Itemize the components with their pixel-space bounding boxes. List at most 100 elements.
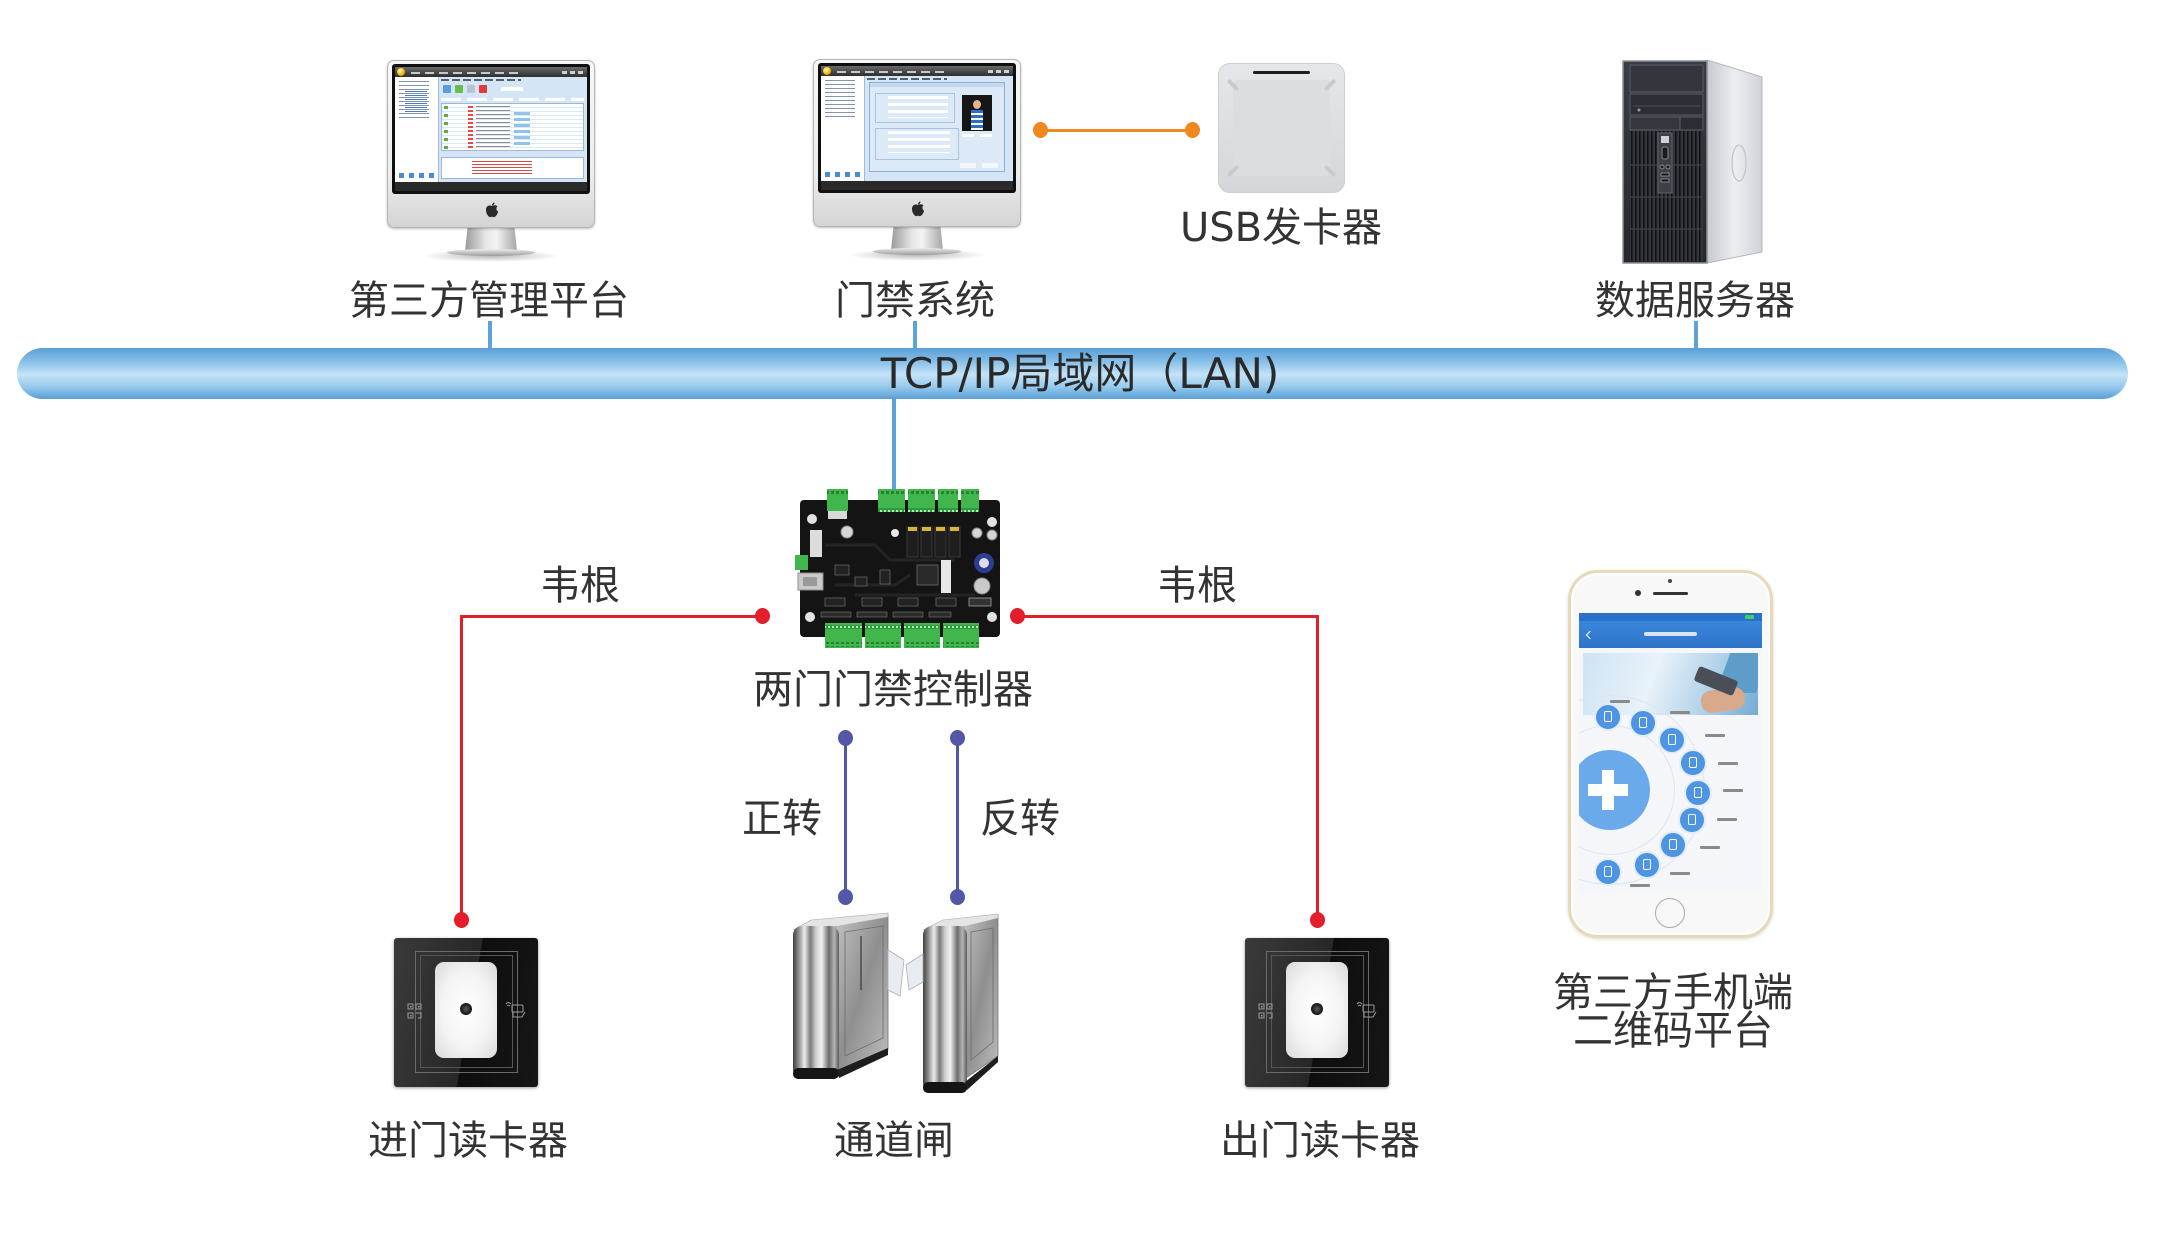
usb-link-dot-end xyxy=(1185,122,1200,138)
mount-hole xyxy=(807,514,817,524)
lan-link-third-party-platform xyxy=(488,321,492,351)
menu-item-caption xyxy=(1718,762,1738,765)
usb-port-icon xyxy=(1660,172,1670,177)
app-breadcrumb xyxy=(441,79,521,81)
dialog-buttons xyxy=(960,163,1000,168)
detail-rows xyxy=(472,161,532,175)
monitor-screen xyxy=(392,64,590,194)
wiegand-exit-label: 韦根 xyxy=(1157,563,1237,609)
audio-jack-icon xyxy=(1659,164,1665,170)
tree-toolbar-icons xyxy=(399,173,435,178)
relays xyxy=(906,526,961,558)
phone-sensor xyxy=(1668,579,1672,583)
status-bar xyxy=(1579,613,1762,621)
relay-forward-dot-top xyxy=(838,730,853,746)
optical-drive xyxy=(1629,93,1704,116)
lan-bus: TCP/IP局域网（LAN) xyxy=(17,348,2128,399)
entry-card-reader xyxy=(394,938,538,1087)
monitor-stand xyxy=(465,227,517,251)
smartphone xyxy=(1568,570,1773,938)
lan-link-controller xyxy=(892,396,896,492)
menu-item-caption xyxy=(1717,818,1737,821)
relay-reverse-label: 反转 xyxy=(980,796,1060,842)
usb-link-dot-start xyxy=(1033,122,1048,138)
terminal-blocks-top xyxy=(827,489,979,519)
ic-chips xyxy=(824,564,957,607)
window-controls xyxy=(988,70,1010,73)
relay-forward-dot-bottom xyxy=(838,889,853,905)
wiegand-link-exit-horizontal xyxy=(1017,615,1318,618)
app-main-panel xyxy=(865,76,1013,181)
toolbar-add-icon xyxy=(455,85,463,93)
home-button xyxy=(1655,898,1685,928)
toolbar-dropdown xyxy=(501,87,523,91)
dip-switch xyxy=(968,597,992,607)
monitor-base xyxy=(447,249,535,256)
hp-badge-icon xyxy=(1661,136,1669,143)
back-chevron-icon xyxy=(1585,630,1595,640)
alert-column xyxy=(468,106,473,150)
menu-icon xyxy=(1596,705,1620,729)
menu-icon xyxy=(1635,853,1659,877)
drive-bay xyxy=(1629,64,1704,93)
controller-label: 两门门禁控制器 xyxy=(753,667,1033,713)
usb-card-issuer-label: USB发卡器 xyxy=(1179,205,1383,251)
app-menu-bar xyxy=(837,71,947,73)
management-software-screenshot xyxy=(395,67,587,191)
mobile-platform-label-line1: 第三方手机端 xyxy=(1553,970,1793,1016)
turnstile-label: 通道闸 xyxy=(834,1118,954,1164)
card-info-group xyxy=(875,128,959,160)
reader-scan-window xyxy=(435,962,497,1058)
data-server-tower xyxy=(1622,59,1763,264)
apple-logo-icon xyxy=(912,201,924,217)
phone-speaker xyxy=(1653,592,1688,595)
eject-button xyxy=(1637,108,1641,112)
qr-code-icon xyxy=(407,1003,422,1019)
mobile-platform-label-line2: 二维码平台 xyxy=(1573,1008,1773,1054)
menu-icon xyxy=(1680,808,1704,832)
relay-forward-label: 正转 xyxy=(742,796,822,842)
monitor-base xyxy=(873,248,961,255)
tree-items xyxy=(825,80,855,120)
capacitor xyxy=(986,529,998,541)
usb-link xyxy=(1040,129,1192,132)
floppy-bay xyxy=(1629,116,1681,131)
card-holder-dialog xyxy=(869,82,1005,172)
photo-person-head xyxy=(973,100,981,109)
app-title-bar xyxy=(395,67,587,77)
toolbar-edit-icon xyxy=(467,85,475,93)
front-camera-icon xyxy=(1635,590,1641,596)
dialog-title-bar xyxy=(870,83,1004,87)
monitor-stand xyxy=(891,226,943,250)
menu-icon xyxy=(1681,751,1705,775)
menu-icon xyxy=(1661,833,1685,857)
capacitor-top xyxy=(979,558,989,568)
menu-icon xyxy=(1686,781,1710,805)
wiegand-exit-dot-controller xyxy=(1010,608,1025,624)
hp-logo-icon xyxy=(1731,144,1747,182)
medical-cross-icon xyxy=(1579,750,1650,830)
menu-item-caption xyxy=(1630,884,1650,887)
records-table xyxy=(441,103,584,151)
mount-hole xyxy=(987,612,997,622)
capacitor xyxy=(840,525,854,539)
toolbar-search-icon xyxy=(443,85,451,93)
access-control-system-label: 门禁系统 xyxy=(835,278,995,324)
access-control-software-screenshot xyxy=(821,66,1013,190)
turnstile-gate xyxy=(792,912,999,1093)
qr-code-icon xyxy=(1258,1003,1273,1019)
filter-row xyxy=(441,98,584,101)
highlight-cells xyxy=(514,112,530,148)
capacitor xyxy=(971,527,983,539)
app-logo-icon xyxy=(823,67,831,75)
lan-link-data-server xyxy=(1694,321,1698,351)
menu-icon xyxy=(1596,860,1620,884)
terminal-blocks-bottom xyxy=(825,623,979,648)
relay-reverse-dot-bottom xyxy=(950,889,965,905)
mount-hole xyxy=(987,517,997,527)
app-tree-panel xyxy=(821,76,865,181)
power-terminal xyxy=(795,555,808,570)
app-logo-icon xyxy=(397,68,405,76)
id-label xyxy=(941,560,951,593)
